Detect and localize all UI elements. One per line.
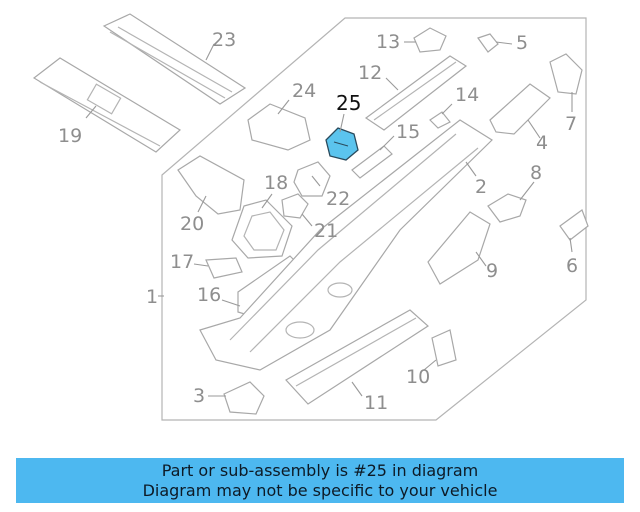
leader-lines <box>85 41 573 397</box>
part-12-rail <box>364 55 468 131</box>
callout-12[interactable]: 12 <box>358 62 383 84</box>
part-7-bracket <box>549 53 583 95</box>
callout-6[interactable]: 6 <box>566 255 579 277</box>
callout-11[interactable]: 11 <box>364 392 389 414</box>
info-banner: Part or sub-assembly is #25 in diagram D… <box>16 458 624 503</box>
parts-diagram <box>32 13 589 421</box>
callout-4[interactable]: 4 <box>536 132 549 154</box>
callout-22[interactable]: 22 <box>326 188 351 210</box>
part-18-panel <box>231 199 293 259</box>
part-25-bracket-highlighted[interactable] <box>325 127 359 161</box>
part-14-clip <box>429 111 451 129</box>
callout-2[interactable]: 2 <box>475 176 488 198</box>
part-11-rail <box>285 309 429 405</box>
banner-line-disclaimer: Diagram may not be specific to your vehi… <box>142 480 498 500</box>
part-6-bracket <box>559 209 589 241</box>
assembly-outline <box>161 17 587 421</box>
callout-13[interactable]: 13 <box>376 31 401 53</box>
callout-15[interactable]: 15 <box>396 121 421 143</box>
callout-3[interactable]: 3 <box>193 385 206 407</box>
part-22-mount <box>293 161 331 197</box>
callout-16[interactable]: 16 <box>197 284 222 306</box>
part-20-bracket <box>177 155 245 215</box>
callout-19[interactable]: 19 <box>58 125 83 147</box>
callout-25[interactable]: 25 <box>336 91 362 115</box>
part-5-bolt <box>477 33 499 53</box>
callout-10[interactable]: 10 <box>406 366 431 388</box>
part-9-bracket <box>427 211 491 285</box>
part-15-bracket <box>351 145 393 179</box>
part-10-bracket <box>431 329 457 367</box>
part-19-crossmember <box>32 57 181 153</box>
callout-17[interactable]: 17 <box>170 251 195 273</box>
callout-14[interactable]: 14 <box>455 84 480 106</box>
callout-18[interactable]: 18 <box>264 172 289 194</box>
callout-24[interactable]: 24 <box>292 80 317 102</box>
part-8-bracket <box>487 193 527 223</box>
part-3-bracket <box>223 381 265 415</box>
part-21-mount <box>281 193 309 219</box>
part-4-rail <box>489 83 551 135</box>
callout-9[interactable]: 9 <box>486 260 499 282</box>
callout-23[interactable]: 23 <box>212 29 237 51</box>
banner-line-part-number: Part or sub-assembly is #25 in diagram <box>161 460 479 480</box>
callout-21[interactable]: 21 <box>314 220 339 242</box>
callout-5[interactable]: 5 <box>516 32 529 54</box>
part-17-bracket <box>205 257 243 279</box>
callout-7[interactable]: 7 <box>565 113 578 135</box>
part-13-bracket <box>413 27 447 53</box>
callout-8[interactable]: 8 <box>530 162 543 184</box>
part-23-rail <box>102 13 247 105</box>
callout-1[interactable]: 1 <box>146 286 159 308</box>
part-24-bracket <box>247 103 311 151</box>
part-2-side-member <box>199 119 493 371</box>
callout-20[interactable]: 20 <box>180 213 205 235</box>
